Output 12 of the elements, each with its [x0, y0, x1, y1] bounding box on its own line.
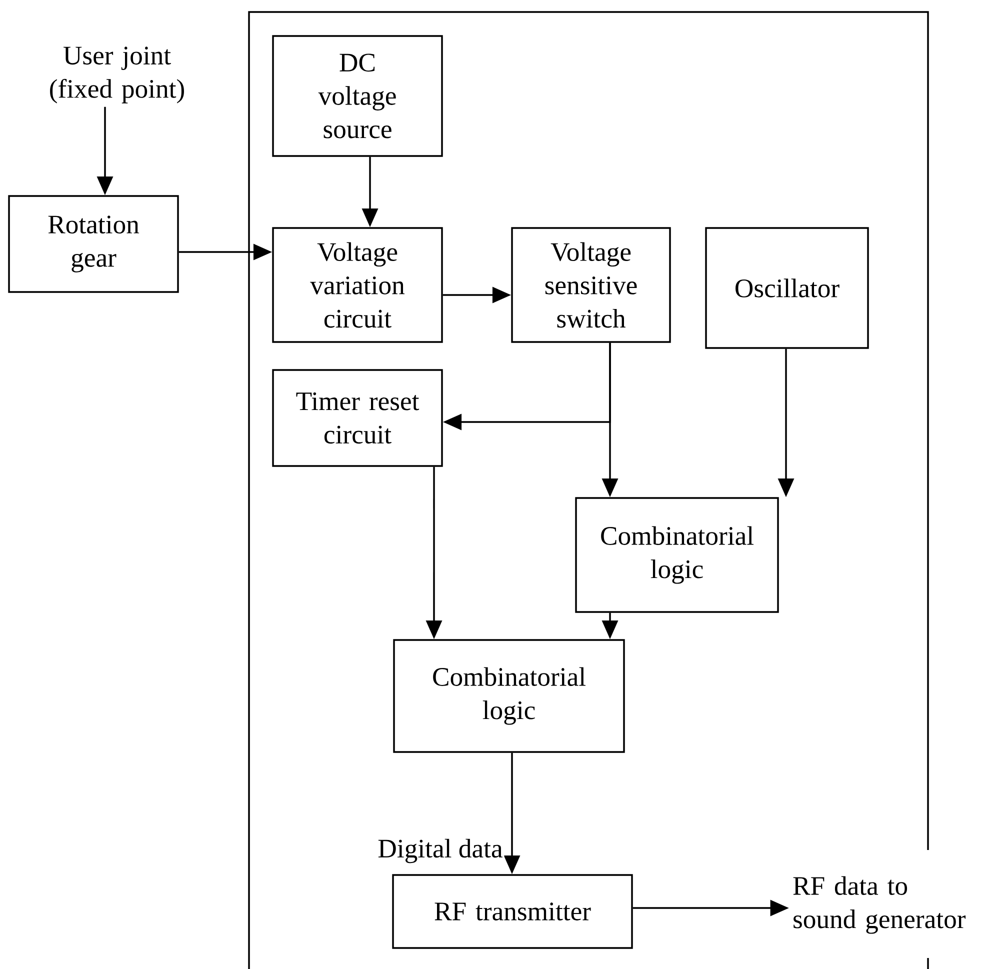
text-label: User joint (fixed point) [50, 46, 184, 104]
block-box: Voltage sensitive switch [511, 227, 671, 343]
block-box: Timer reset circuit [272, 369, 443, 467]
block-box: Combinatorial logic [393, 639, 625, 753]
block-box: RF transmitter [392, 874, 633, 949]
block-box: Rotation gear [8, 195, 179, 293]
block-box: Combinatorial logic [575, 497, 779, 613]
block-box: DC voltage source [272, 35, 443, 157]
edge-label: Digital data [376, 838, 504, 864]
text-label: RF data to sound generator [793, 876, 966, 934]
block-box: Oscillator [705, 227, 869, 349]
block-box: Voltage variation circuit [272, 227, 443, 343]
